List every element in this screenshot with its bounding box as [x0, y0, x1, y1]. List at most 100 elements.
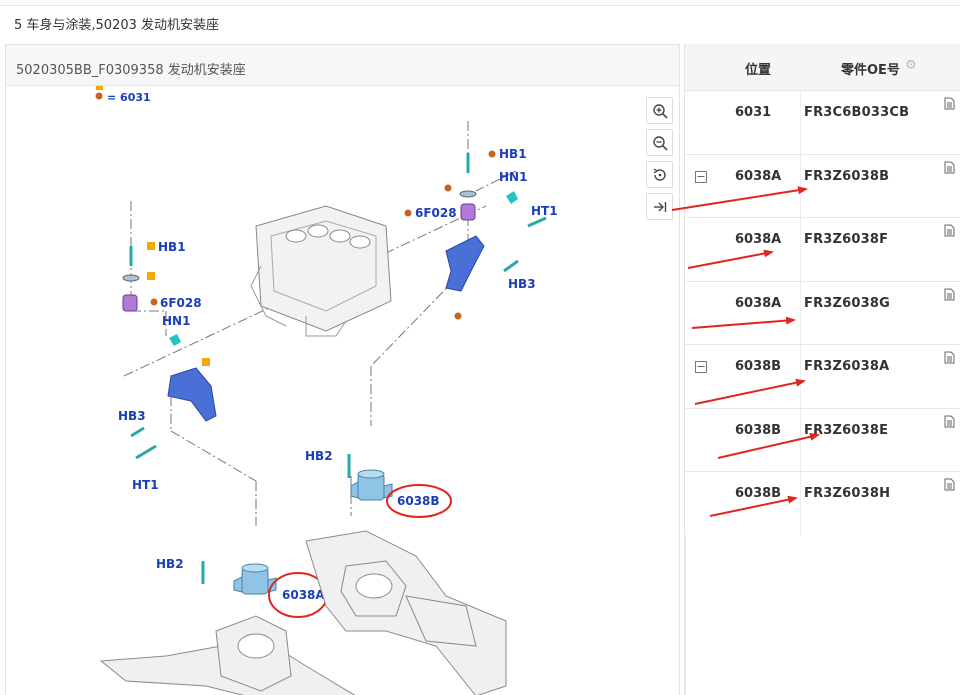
dot-marker: [488, 150, 496, 158]
label-hb2-lower: HB2: [156, 557, 184, 571]
label-hb3-left: HB3: [118, 409, 146, 423]
breadcrumb: 5 车身与涂装,50203 发动机安装座: [14, 18, 220, 33]
washer-left: [122, 274, 140, 282]
reset-button[interactable]: [646, 161, 673, 188]
reset-icon: [653, 167, 666, 181]
part-engine-bracket-right: [445, 235, 485, 292]
document-icon[interactable]: [944, 415, 955, 431]
table-row[interactable]: 6031 FR3C6B033CB: [685, 91, 960, 155]
subframe: [99, 530, 507, 695]
label-6f028-left: 6F028: [160, 296, 202, 310]
table-row[interactable]: 6038B FR3Z6038E: [685, 408, 960, 472]
part-6f028-right: [460, 203, 476, 221]
part-engine-bracket-left: [167, 367, 217, 422]
column-divider: [800, 281, 801, 344]
dot-marker: [444, 184, 452, 192]
bolt-hb3-right: [503, 259, 519, 273]
column-divider: [800, 472, 801, 535]
table-row[interactable]: 6038A FR3Z6038G: [685, 281, 960, 345]
cell-position: 6038B: [735, 486, 782, 501]
mount-6038b: [350, 469, 393, 501]
bolt-ht1-left: [135, 444, 157, 460]
document-icon[interactable]: [944, 288, 955, 304]
document-icon[interactable]: [944, 224, 955, 240]
table-body: 6031 FR3C6B033CB − 6038A FR3Z6038B 6038A FR3Z6…: [685, 91, 960, 536]
table-empty-area: [685, 535, 960, 695]
cell-position: 6038B: [735, 422, 782, 438]
cell-part-oe[interactable]: FR3Z6038F: [804, 232, 889, 247]
document-icon[interactable]: [944, 97, 955, 113]
cell-position: 6031: [735, 105, 772, 120]
exploded-diagram[interactable]: = 6031: [6, 86, 679, 695]
bolt-hb3-left: [130, 426, 145, 438]
highlight-6038b: [386, 484, 452, 518]
collapse-panel-button[interactable]: [646, 193, 673, 220]
label-hn1-left: HN1: [162, 314, 190, 328]
label-ht1-left: HT1: [132, 478, 159, 492]
label-hb2-upper: HB2: [305, 449, 333, 463]
square-marker: [202, 358, 210, 366]
label-ht1-right: HT1: [531, 204, 558, 218]
table-row[interactable]: 6038B FR3Z6038H: [685, 472, 960, 536]
cell-part-oe[interactable]: FR3Z6038G: [804, 295, 891, 311]
cell-position: 6038B: [735, 359, 782, 374]
part-6f028-left: [122, 294, 138, 312]
cell-position: 6038A: [735, 295, 782, 311]
dot-marker: [150, 298, 158, 306]
nut-hn1-left: [169, 334, 181, 346]
zoom-out-button[interactable]: [646, 129, 673, 156]
table-row[interactable]: − 6038B FR3Z6038A: [685, 345, 960, 409]
zoom-out-icon: [652, 135, 668, 151]
diagram-svg: = 6031: [95, 86, 558, 695]
column-divider: [800, 408, 801, 471]
diagram-panel: 5020305BB_F0309358 发动机安装座 = 6031: [5, 44, 680, 695]
table-row[interactable]: 6038A FR3Z6038F: [685, 218, 960, 282]
legend-square: [96, 86, 103, 90]
label-6038a: 6038A: [282, 588, 325, 602]
table-row[interactable]: − 6038A FR3Z6038B: [685, 154, 960, 218]
square-marker: [147, 242, 155, 250]
settings-icon[interactable]: ⚙: [905, 58, 917, 73]
label-hb1-left: HB1: [158, 240, 186, 254]
document-icon[interactable]: [944, 351, 955, 367]
square-marker: [147, 272, 155, 280]
document-icon[interactable]: [944, 478, 955, 494]
bolt-ht1-right: [527, 216, 547, 228]
label-hb3-right: HB3: [508, 277, 536, 291]
label-hn1-right: HN1: [499, 170, 527, 184]
cell-part-oe[interactable]: FR3C6B033CB: [804, 105, 910, 120]
cell-part-oe[interactable]: FR3Z6038A: [804, 359, 890, 374]
label-6038b: 6038B: [397, 494, 440, 508]
column-divider: [800, 91, 801, 154]
diagram-title: 5020305BB_F0309358 发动机安装座: [6, 45, 679, 86]
cell-position: 6038A: [735, 232, 782, 247]
engine-block: [250, 205, 392, 337]
column-divider: [800, 154, 801, 217]
cell-part-oe[interactable]: FR3Z6038H: [804, 486, 891, 501]
zoom-in-icon: [652, 103, 668, 119]
mount-6038a: [233, 563, 277, 595]
legend-dot: [95, 92, 103, 100]
parts-table: 位置 零件OE号 ⚙ 6031 FR3C6B033CB − 6038A FR3Z6038…: [684, 44, 960, 695]
collapse-panel-icon: [653, 201, 666, 212]
document-icon[interactable]: [944, 161, 955, 177]
header-part-oe: 零件OE号: [841, 63, 900, 78]
column-divider: [800, 218, 801, 281]
dot-marker: [454, 312, 462, 320]
cell-part-oe[interactable]: FR3Z6038B: [804, 168, 890, 184]
zoom-in-button[interactable]: [646, 97, 673, 124]
collapse-toggle[interactable]: −: [695, 360, 707, 373]
label-6f028-right: 6F028: [415, 206, 457, 220]
washer-right: [459, 190, 477, 198]
cell-position: 6038A: [735, 168, 782, 184]
cell-part-oe[interactable]: FR3Z6038E: [804, 422, 889, 438]
legend-label: = 6031: [107, 91, 151, 104]
collapse-toggle[interactable]: −: [695, 169, 707, 183]
header-position: 位置: [745, 63, 772, 78]
label-hb1-right: HB1: [499, 147, 527, 161]
nut-hn1-right: [506, 191, 518, 204]
dot-marker: [404, 209, 412, 217]
table-header: 位置 零件OE号 ⚙: [685, 44, 960, 91]
column-divider: [800, 345, 801, 408]
